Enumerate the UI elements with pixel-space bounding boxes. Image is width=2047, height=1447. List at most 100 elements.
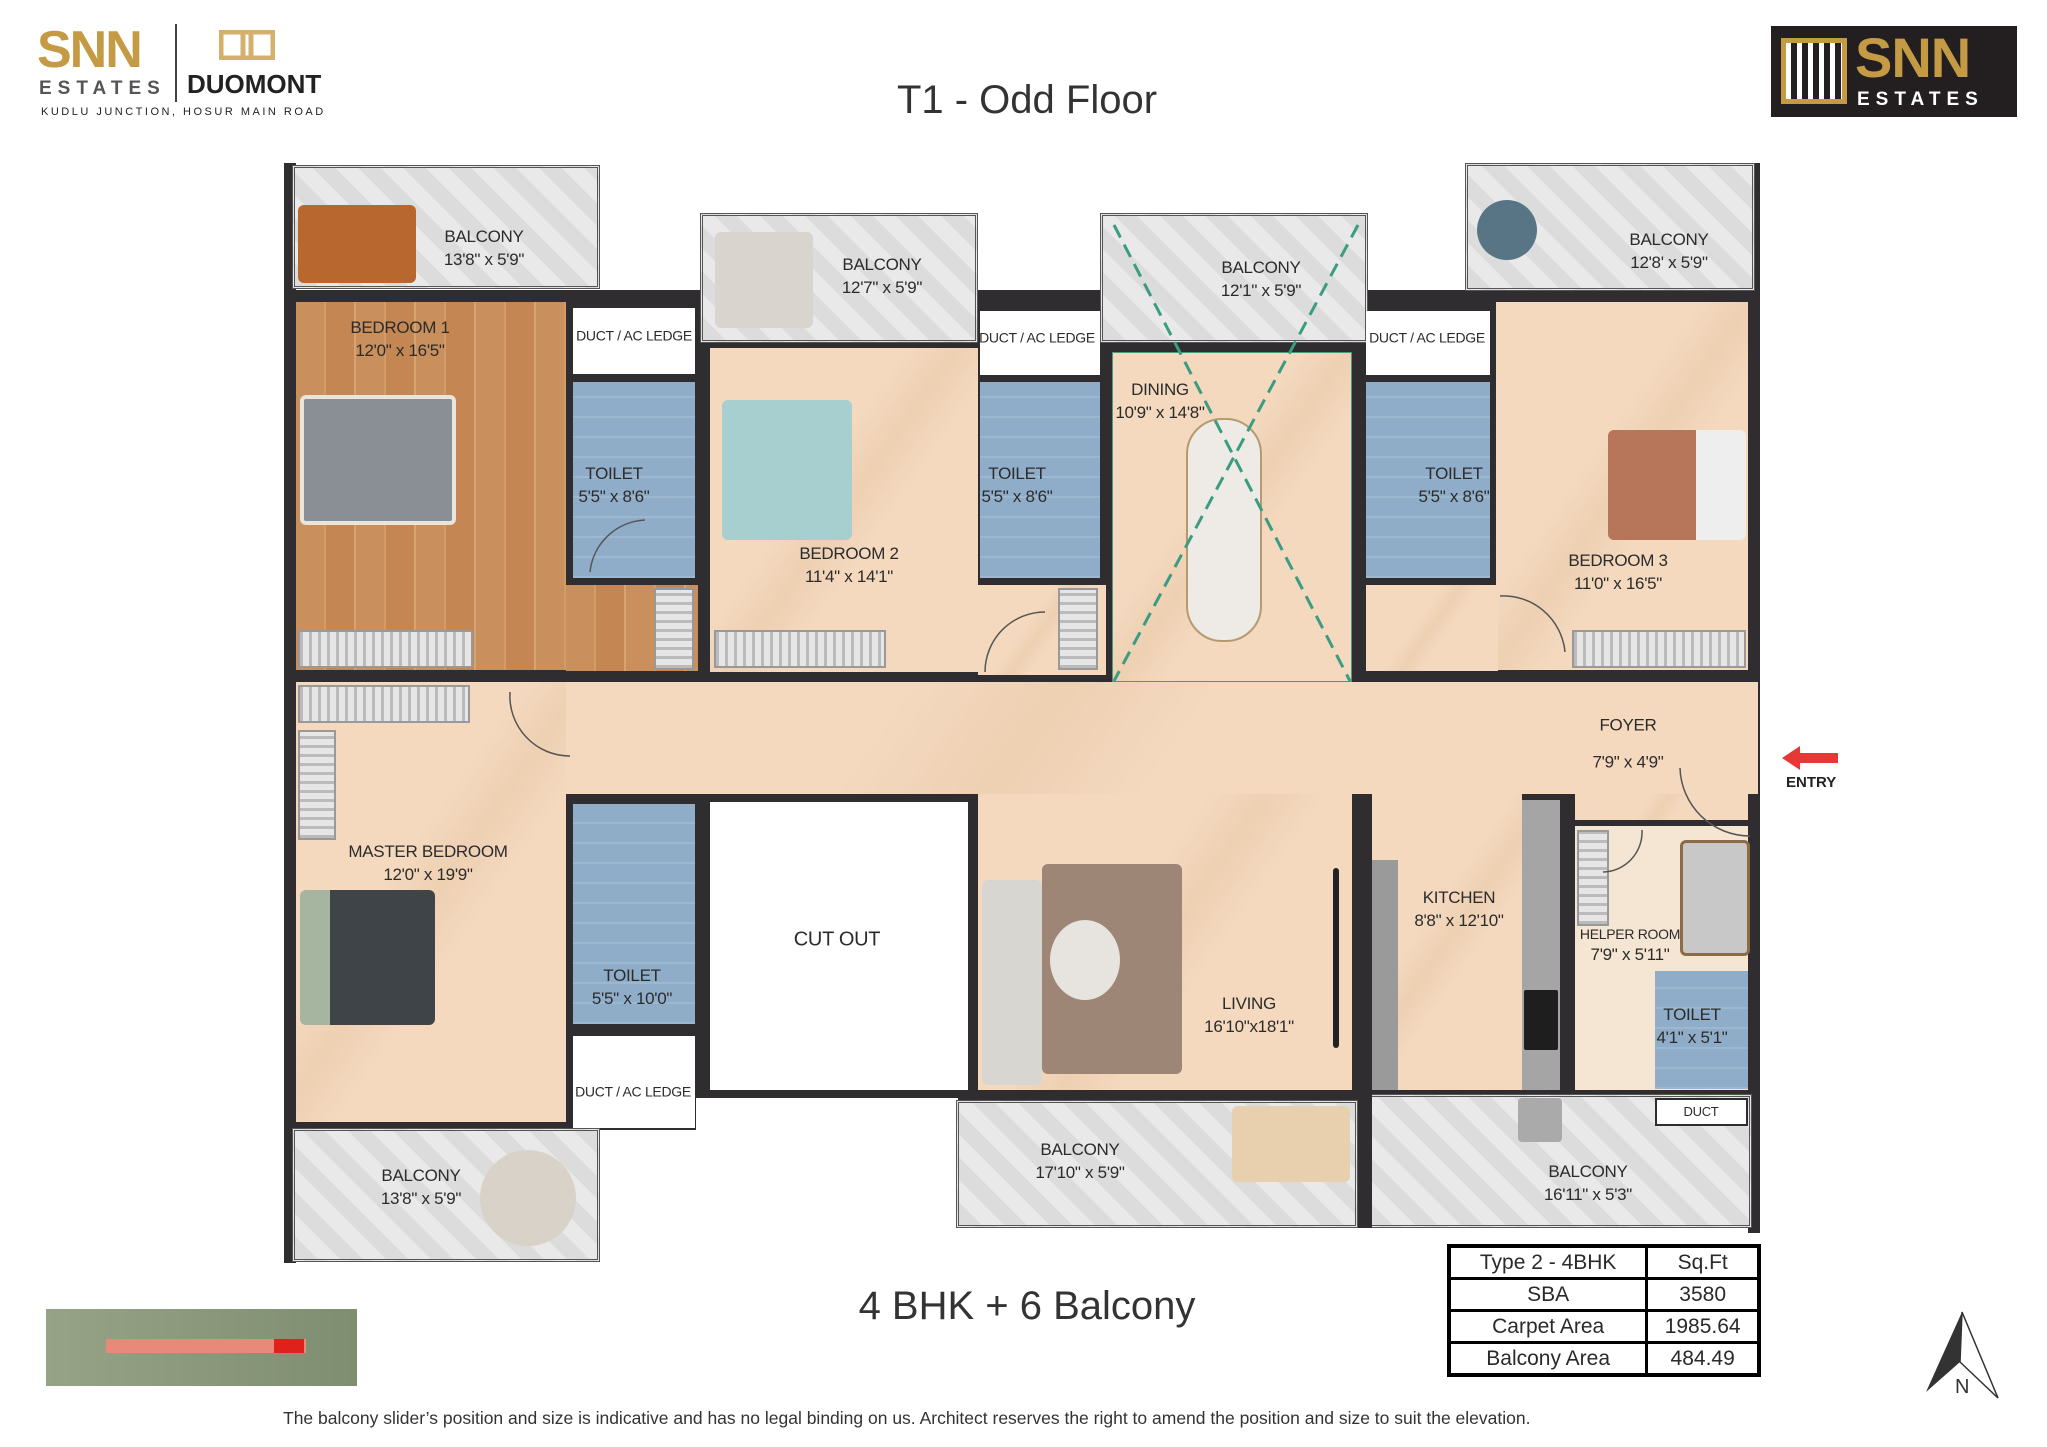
table-cell: SBA [1447,1277,1649,1312]
toilet-master [573,804,695,1024]
toilet-1 [573,382,695,578]
room-name: BALCONY [842,255,922,275]
room-name: FOYER [1599,715,1657,735]
label-balcony-master: BALCONY 13'8" x 5'9" [381,1165,461,1211]
table-cell: 3580 [1645,1277,1761,1312]
room-dim: 16'11" x 5'3" [1543,1185,1633,1204]
duomont-logo-text: DUOMONT [187,69,322,99]
table-cell: Carpet Area [1447,1309,1649,1344]
door-master [509,691,571,757]
room-name: BEDROOM 3 [1568,551,1668,571]
room-dim: 10'9" x 14'8" [1115,403,1205,422]
sofa-balcony1-icon [298,205,416,283]
label-duct-master: DUCT / AC LEDGE [575,1083,691,1102]
room-name: BALCONY [381,1166,461,1186]
bed-bedroom1-icon [300,395,456,525]
door-bedroom2 [984,611,1046,673]
room-dim: 5'5" x 8'6" [578,487,650,506]
table-header-row: Type 2 - 4BHK Sq.Ft [1447,1244,1761,1280]
room-dim: 17'10" x 5'9" [1035,1163,1125,1182]
room-name: TOILET [585,464,643,484]
location-text: KUDLU JUNCTION, HOSUR MAIN ROAD [41,106,326,118]
dining-dashed-lines [1112,224,1360,682]
door-bedroom3 [1499,595,1566,653]
room-dim: 12'0" x 16'5" [355,341,445,360]
table-header-cell: Type 2 - 4BHK [1447,1244,1649,1280]
logo-divider [175,24,177,102]
table-cell: Balcony Area [1447,1341,1649,1377]
label-dining: DINING 10'9" x 14'8" [1115,379,1205,425]
label-bedroom2: BEDROOM 2 11'4" x 14'1" [799,543,899,589]
label-duct2: DUCT / AC LEDGE [979,329,1095,348]
building-emblem-icon [1781,38,1847,104]
room-dim: 11'4" x 14'1" [804,567,894,586]
room-name: DUCT / AC LEDGE [979,329,1095,346]
table-cell: 484.49 [1645,1341,1761,1377]
bed-bedroom2-icon [722,400,852,540]
room-name: BEDROOM 2 [799,544,899,564]
room-dim: 12'0" x 19'9" [383,865,473,884]
tv-living-icon [1333,868,1339,1048]
room-name: LIVING [1222,994,1276,1014]
room-dim: 13'8" x 5'9" [380,1189,462,1208]
balcony-dining [1100,213,1368,343]
label-balcony-bedroom1: BALCONY 13'8" x 5'9" [444,226,524,272]
foyer-extension [1575,794,1748,820]
cut-out-below [696,1098,958,1138]
duomont-emblem-icon [218,29,276,61]
toilet-3 [1366,382,1490,578]
toilet-2 [980,382,1100,578]
wardrobe-bedroom1-side [654,588,694,670]
configuration-label: 4 BHK + 6 Balcony [858,1284,1196,1328]
sofa-balcony2-icon [715,232,813,328]
room-name: KITCHEN [1422,888,1496,908]
sofa-balcony-icon [1232,1106,1350,1182]
room-name: DUCT / AC LEDGE [575,1083,691,1100]
room-name: BEDROOM 1 [350,318,450,338]
room-dim: 4'1" x 5'1" [1656,1028,1728,1047]
room-dim: 13'8" x 5'9" [443,250,525,269]
room-dim: 12'7" x 5'9" [841,278,923,297]
wardrobe-master [298,685,470,723]
room-name: TOILET [603,966,661,986]
table-row: Balcony Area 484.49 [1447,1341,1761,1377]
room-dim: 12'8' x 5'9" [1630,253,1708,272]
room-dim: 8'8" x 12'10" [1414,911,1504,930]
label-duct3: DUCT / AC LEDGE [1369,329,1485,348]
room-name: DINING [1131,380,1189,400]
room-dim: 12'1" x 5'9" [1220,281,1302,300]
wardrobe-bedroom3 [1572,630,1746,668]
kitchen-counter-left [1372,860,1398,1090]
room-name: BALCONY [444,227,524,247]
room-name: DUCT / AC LEDGE [1369,329,1485,346]
north-label: N [1955,1376,1970,1398]
swing-chair-icon [480,1150,576,1246]
table-row: SBA 3580 [1447,1277,1761,1312]
wardrobe-helper [1577,830,1609,926]
label-balcony-living: BALCONY 17'10" x 5'9" [1035,1139,1125,1185]
sofa-living-icon [982,880,1042,1085]
toilet-helper [1655,971,1748,1089]
label-duct1: DUCT / AC LEDGE [576,327,692,346]
site-highlight-red-icon [274,1339,304,1353]
label-cut-out: CUT OUT [794,927,881,954]
duct-ac-ledge-3 [1366,311,1490,375]
room-dim: 7'9" x 5'11" [1590,944,1670,964]
room-name: BALCONY [1040,1140,1120,1160]
duct-ac-ledge-2 [980,311,1100,375]
table-row: Carpet Area 1985.64 [1447,1309,1761,1344]
wardrobe-bedroom2-side [1058,588,1098,670]
room-name: DUCT / AC LEDGE [576,327,692,344]
snn-logo-text: SNN [37,21,143,79]
room-name: BALCONY [1221,258,1301,278]
kitchen-balcony-wall [1358,794,1372,1228]
bed-helper-icon [1680,840,1750,956]
entry-arrow-icon [1782,746,1838,770]
